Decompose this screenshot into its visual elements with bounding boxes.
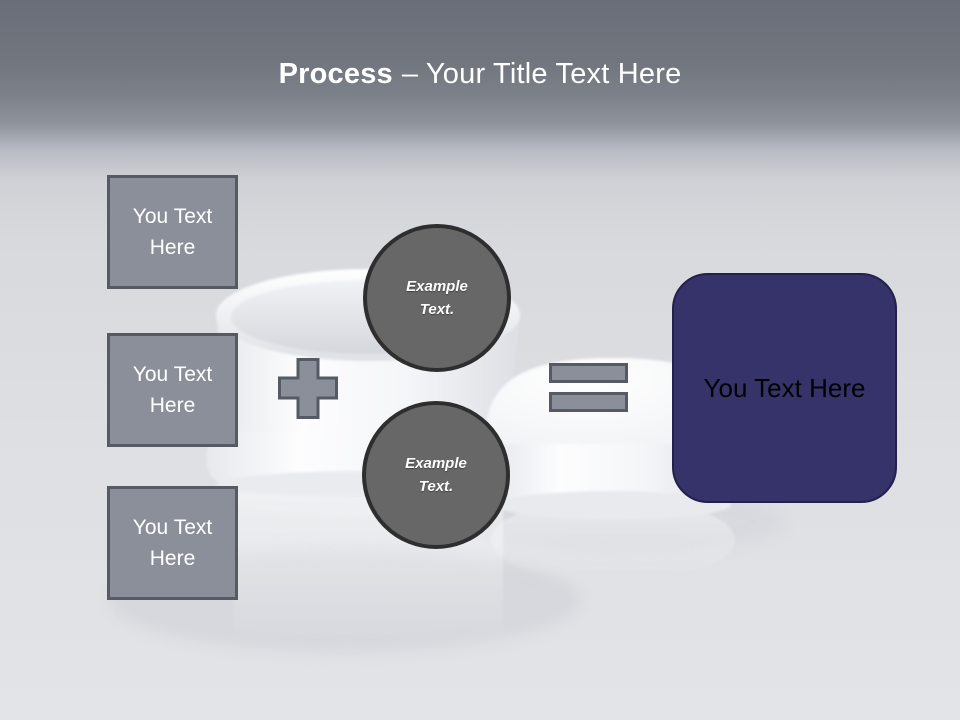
page-title: Process– Your Title Text Here [0,56,960,92]
title-rest: – Your Title Text Here [401,58,682,90]
input-box-3: You Text Here [107,486,238,600]
title-emphasis: Process [278,58,393,90]
example-circle-2-label: Example Text. [405,455,467,495]
plus-icon [278,358,338,419]
input-box-3-label: You Text Here [132,516,213,570]
example-circle-1: Example Text. [363,224,511,372]
input-box-2: You Text Here [107,333,238,447]
example-circle-2: Example Text. [362,401,510,549]
equals-top-bar [549,363,628,383]
example-circle-1-label: Example Text. [406,278,468,318]
result-box-label: You Text Here [703,372,866,403]
equals-bottom-bar [549,392,628,412]
result-box: You Text Here [672,273,897,503]
input-box-2-label: You Text Here [132,363,213,417]
equals-icon [549,363,628,412]
input-box-1: You Text Here [107,175,238,289]
input-box-1-label: You Text Here [132,205,213,259]
